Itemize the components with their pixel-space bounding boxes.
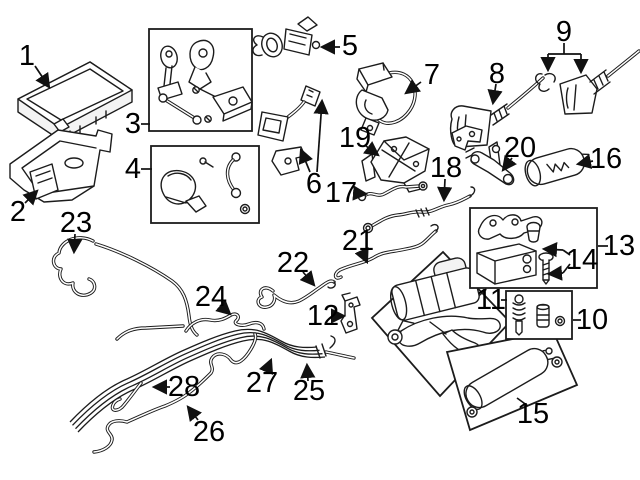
box-4-ride-height-sensor [150, 145, 260, 224]
callout-17: 17 [325, 177, 357, 209]
tube-core [116, 325, 184, 340]
callout-3: 3 [125, 108, 141, 140]
part-24-line-clip [184, 312, 266, 333]
callout-leader-7 [404, 79, 422, 95]
callout-leader-1 [34, 65, 51, 89]
callout-18: 18 [430, 152, 462, 184]
callout-leader-14 [541, 242, 564, 258]
callout-26: 26 [193, 416, 225, 448]
callout-leader-21 [354, 246, 369, 265]
part-19-bracket [361, 136, 430, 193]
callout-2: 2 [10, 196, 26, 228]
part-22-tube [256, 279, 336, 309]
callout-leader-25 [300, 362, 316, 382]
callout-leader-17 [352, 185, 369, 201]
part-module-bracket [9, 129, 113, 203]
tube-core [163, 98, 197, 120]
callout-25: 25 [293, 375, 325, 407]
callout-16: 16 [590, 143, 622, 175]
callout-leader-15 [516, 397, 529, 407]
tube-core [226, 159, 235, 191]
box-13-valve-unit [469, 207, 598, 289]
part-control-module [17, 61, 133, 141]
callout-leader-26 [186, 405, 202, 422]
callout-leader-22 [299, 270, 316, 287]
callout-13: 13 [603, 230, 635, 262]
tube-core [334, 230, 437, 279]
part-25-fitting [315, 335, 356, 360]
tube-core [257, 280, 335, 308]
callout-leader-14 [546, 265, 564, 281]
tube-core [369, 195, 471, 228]
tube-core [378, 71, 416, 124]
callout-15: 15 [517, 398, 549, 430]
callout-leader-6 [313, 98, 329, 173]
part-26-line [92, 332, 258, 454]
part-20-link [465, 141, 515, 186]
part-18-tube [362, 186, 476, 234]
part-7-bracket-loop [355, 62, 417, 136]
callout-4: 4 [125, 153, 141, 185]
callout-10: 10 [576, 304, 608, 336]
callout-leader-24 [215, 299, 232, 316]
part-5-sensor-clamp [252, 16, 321, 58]
callout-11: 11 [476, 284, 506, 316]
callout-21: 21 [342, 225, 374, 257]
callout-leader-16 [575, 153, 594, 169]
tube-outline [94, 242, 199, 337]
callout-6: 6 [306, 168, 322, 200]
callout-8: 8 [489, 58, 505, 90]
part-6-sensor-cable [257, 85, 321, 176]
part-9-sensor-connector [535, 49, 640, 115]
callout-14: 14 [566, 244, 598, 276]
callout-leader-6 [298, 147, 314, 173]
callout-9: 9 [556, 16, 572, 48]
tube-core [52, 237, 96, 296]
part-mounting-clip [451, 125, 483, 151]
tube-core [607, 50, 640, 77]
tube-core [185, 313, 265, 332]
callout-20: 20 [504, 132, 536, 164]
callout-leader-27 [258, 357, 274, 375]
callout-12: 12 [307, 300, 339, 332]
callout-leader-14 [562, 263, 571, 274]
tube-core [507, 77, 544, 109]
callout-27: 27 [246, 367, 278, 399]
tube-core [287, 101, 305, 118]
part-28-branch-line [110, 381, 143, 412]
callout-leader-14 [562, 249, 571, 256]
callout-5: 5 [342, 30, 358, 62]
tube-outline [110, 381, 143, 412]
part-17-hose [357, 181, 428, 202]
callout-28: 28 [168, 371, 200, 403]
callout-23: 23 [60, 207, 92, 239]
callout-leader-19 [363, 141, 380, 157]
callout-leader-20 [501, 155, 517, 172]
box-10-service-kit [505, 290, 573, 340]
part-23-line-clip [51, 236, 97, 297]
part-21-tube [333, 223, 439, 280]
callout-leader-23 [67, 233, 83, 255]
callout-19: 19 [339, 122, 371, 154]
callout-leader-8 [487, 83, 503, 106]
tube-core [93, 333, 257, 453]
callout-leader-2 [22, 189, 39, 206]
part-12-bracket [340, 292, 361, 334]
callout-24: 24 [195, 281, 227, 313]
tube-core [363, 185, 421, 197]
box-3-ride-height-sensors [148, 28, 253, 132]
callout-22: 22 [277, 247, 309, 279]
callout-leader-18 [436, 178, 453, 203]
part-23-line-run [94, 242, 199, 341]
callout-7: 7 [424, 59, 440, 91]
tube-core [111, 382, 142, 411]
tube-core [325, 351, 355, 359]
callout-1: 1 [19, 40, 35, 72]
